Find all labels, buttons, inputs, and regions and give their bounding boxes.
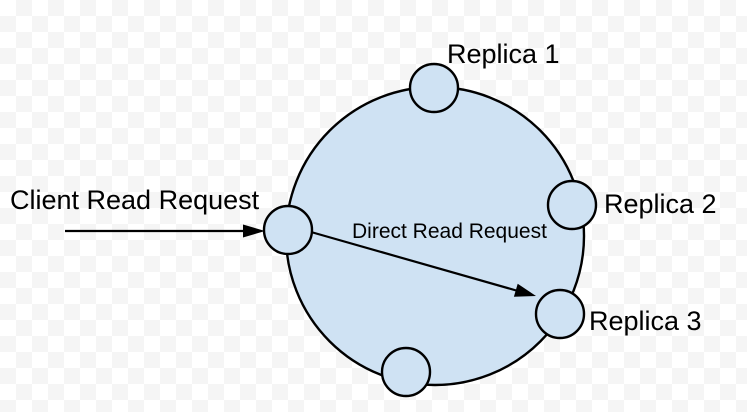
direct-read-arrowhead	[513, 283, 536, 297]
client-read-request-label: Client Read Request	[10, 185, 260, 215]
replica-node-1	[408, 62, 460, 114]
direct-read-arrow	[310, 230, 519, 293]
replica-2-label: Replica 2	[604, 189, 717, 219]
replica-node-2	[546, 179, 598, 231]
replica-node-3	[534, 288, 586, 340]
replica-node-bottom	[380, 346, 432, 398]
replica-1-label: Replica 1	[447, 39, 560, 69]
direct-read-request-label: Direct Read Request	[352, 220, 547, 243]
coordinator-node	[262, 204, 314, 256]
replica-3-label: Replica 3	[589, 306, 702, 336]
client-read-arrowhead	[243, 224, 265, 238]
